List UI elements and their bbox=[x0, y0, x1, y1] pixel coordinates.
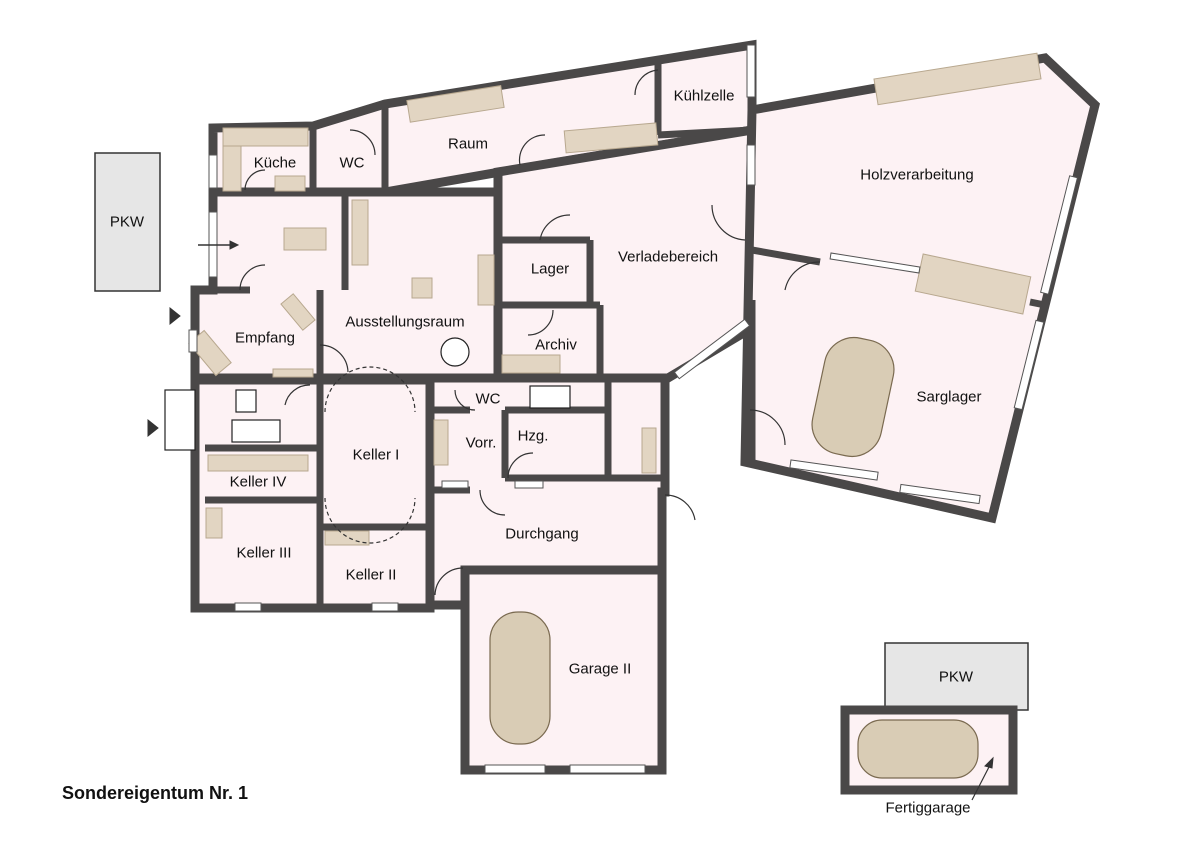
room-ausstellungsraum: Ausstellungsraum bbox=[345, 313, 465, 331]
room-verladebereich: Verladebereich bbox=[617, 248, 719, 266]
interior-walls bbox=[195, 62, 1046, 608]
room-keller-1: Keller I bbox=[352, 446, 400, 464]
room-empfang: Empfang bbox=[234, 329, 296, 347]
plan-title: Sondereigentum Nr. 1 bbox=[62, 783, 249, 803]
room-fertiggarage: Fertiggarage bbox=[885, 799, 971, 817]
room-durchgang: Durchgang bbox=[505, 525, 579, 543]
room-wc-lower: WC bbox=[475, 390, 501, 408]
room-keller-2: Keller II bbox=[345, 566, 397, 584]
room-hzg: Hzg. bbox=[517, 427, 549, 445]
room-kuehlzelle: Kühlzelle bbox=[673, 87, 735, 105]
room-vorr: Vorr. bbox=[465, 434, 497, 452]
room-raum: Raum bbox=[447, 135, 489, 153]
pkw-label-right: PKW bbox=[938, 668, 974, 686]
stairs bbox=[164, 385, 571, 451]
room-keller-3: Keller III bbox=[236, 544, 292, 562]
room-garage-2: Garage II bbox=[568, 660, 632, 678]
room-keller-4: Keller IV bbox=[229, 473, 287, 491]
parking-space-left bbox=[94, 152, 161, 292]
car-icons bbox=[489, 336, 979, 779]
furniture bbox=[188, 52, 1042, 546]
pkw-label-left: PKW bbox=[109, 213, 145, 231]
room-kueche: Küche bbox=[253, 154, 297, 172]
room-lager: Lager bbox=[530, 260, 570, 278]
room-wc-upper: WC bbox=[339, 154, 365, 172]
windows bbox=[188, 44, 1079, 774]
parking-space-right bbox=[884, 642, 1029, 711]
doors bbox=[239, 69, 821, 596]
room-archiv: Archiv bbox=[535, 336, 577, 354]
room-holzverarbeitung: Holzverarbeitung bbox=[860, 166, 974, 184]
room-sarglager: Sarglager bbox=[916, 388, 982, 406]
entrance-arrows bbox=[147, 240, 994, 801]
